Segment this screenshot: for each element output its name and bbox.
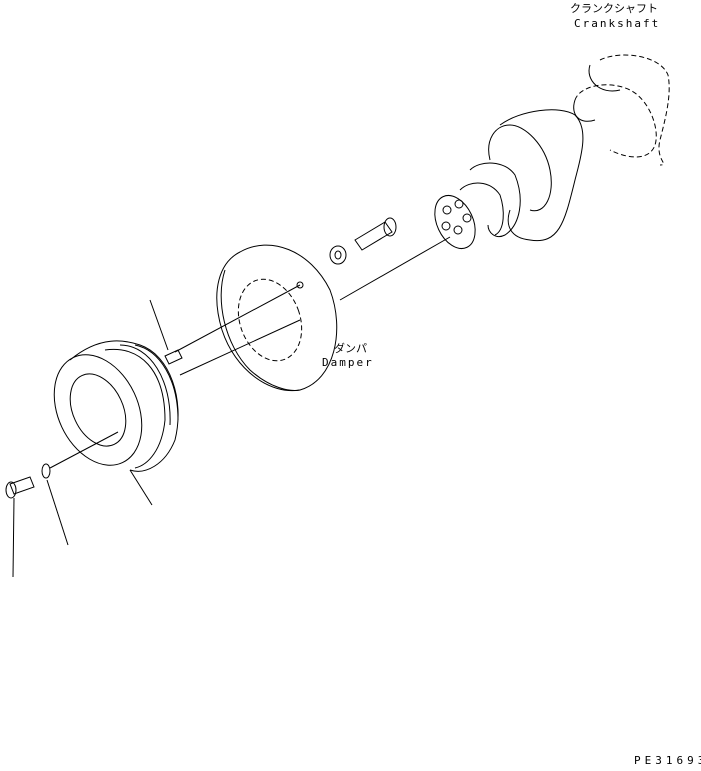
drawing-code: PE31693 [634,754,701,767]
crankshaft-pulley [53,340,179,472]
damper-bolt-and-nut [329,217,397,265]
damper [216,244,338,392]
damper-label-jp: ダンパ [334,342,367,355]
leader-lines [12,236,451,578]
crankshaft [434,54,670,249]
crankshaft-label-en: Crankshaft [574,17,661,30]
washer [41,463,51,479]
dowel-pin [164,349,183,365]
damper-label-en: Damper [322,356,374,369]
crankshaft-label-jp: クランクシャフト [570,2,658,15]
pulley-bolt [5,476,35,499]
